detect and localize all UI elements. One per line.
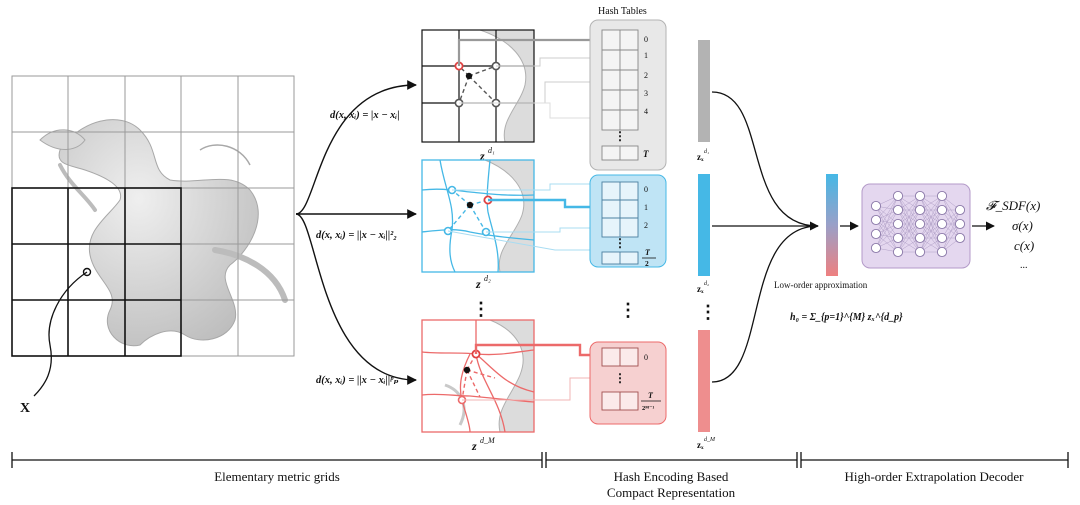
hash-index: 0 xyxy=(644,353,648,362)
grid3-superscript: d_M xyxy=(480,436,496,445)
grid1-formula: d(x, xᵢ) = |x − xᵢ| xyxy=(330,110,400,121)
mlp-node xyxy=(914,246,926,258)
low-order-vector xyxy=(826,174,838,276)
hash-table-size-num: T xyxy=(645,248,651,257)
hash-index: 1 xyxy=(644,51,648,60)
mlp-node xyxy=(870,242,882,254)
hash-index: 1 xyxy=(644,203,648,212)
hash-tables-title: Hash Tables xyxy=(598,6,647,17)
mlp-node xyxy=(892,190,904,202)
grid2-label: z xyxy=(475,277,481,291)
mlp-node xyxy=(892,204,904,216)
feature-vector-1 xyxy=(698,40,710,142)
grid-ellipsis: ⋮ xyxy=(472,299,490,319)
stage-label-hash-2: Compact Representation xyxy=(607,485,736,500)
svg-text:d₁: d₁ xyxy=(704,149,709,155)
grid1-label: z xyxy=(479,149,485,163)
svg-text:⋮: ⋮ xyxy=(614,129,626,143)
hash-table-size-den: 2ᴹ⁻¹ xyxy=(642,405,654,412)
input-point-label: X xyxy=(20,401,30,416)
svg-text:⋮: ⋮ xyxy=(614,371,626,385)
mlp-node xyxy=(870,214,882,226)
mlp-node xyxy=(954,232,966,244)
svg-text:zₓ: zₓ xyxy=(697,152,704,162)
svg-text:zₓ: zₓ xyxy=(697,440,704,450)
hash-table-1: ⋮ 0 1 2 3 4 T xyxy=(589,19,667,171)
output-sdf: 𝓕_SDF(x) xyxy=(986,198,1040,213)
mlp-node xyxy=(914,190,926,202)
output-density: σ(x) xyxy=(1012,218,1033,233)
mlp-node xyxy=(892,232,904,244)
stage-label-hash-1: Hash Encoding Based xyxy=(614,469,729,484)
hash-table-size-num: T xyxy=(648,391,654,400)
hash-index: 4 xyxy=(644,107,648,116)
feature-ellipsis: ⋮ xyxy=(699,302,717,322)
hash-index: 0 xyxy=(644,185,648,194)
svg-text:d_M: d_M xyxy=(704,437,716,443)
svg-text:d₂: d₂ xyxy=(704,281,709,287)
hash-table-size: T xyxy=(643,149,649,159)
hash-table-3: ⋮ 0 T 2ᴹ⁻¹ xyxy=(589,341,667,425)
mlp-decoder xyxy=(861,183,971,269)
mlp-node xyxy=(936,246,948,258)
mlp-node xyxy=(914,204,926,216)
grid3-formula: d(x, xᵢ) = ||x − xᵢ||ᵖₚ xyxy=(316,375,399,386)
hash-index: 3 xyxy=(644,89,648,98)
h0-formula: h₀ = Σ_{p=1}^{M} zₓ^{d_p} xyxy=(790,312,903,323)
stage-brackets xyxy=(11,452,1069,468)
stage-label-decoder: High-order Extrapolation Decoder xyxy=(844,469,1024,484)
grid1-superscript: d₁ xyxy=(488,146,495,155)
grid3-label: z xyxy=(471,439,477,453)
metric-grid-3: z d_M xyxy=(421,319,535,453)
input-grid: X xyxy=(11,75,295,416)
svg-text:zₓ: zₓ xyxy=(697,284,704,294)
grid2-superscript: d₂ xyxy=(484,274,491,283)
mlp-node xyxy=(936,204,948,216)
metric-grid-2: z d₂ xyxy=(421,159,535,291)
mlp-node xyxy=(936,218,948,230)
feature-vector-2 xyxy=(698,174,710,276)
grid-to-hash-connectors xyxy=(447,38,602,401)
mlp-node xyxy=(914,218,926,230)
mlp-node xyxy=(936,190,948,202)
mlp-node xyxy=(914,232,926,244)
hash-index: 2 xyxy=(644,221,648,230)
mlp-node xyxy=(870,200,882,212)
hash-table-2: ⋮ 0 1 2 T 2 xyxy=(589,174,667,268)
output-color: c(x) xyxy=(1014,238,1034,253)
mlp-node xyxy=(954,218,966,230)
feature-vector-3 xyxy=(698,330,710,432)
hash-ellipsis: ⋮ xyxy=(619,300,637,320)
mlp-node xyxy=(892,218,904,230)
output-ellipsis: ... xyxy=(1020,260,1028,271)
aggregation-arrows xyxy=(711,91,819,383)
mlp-node xyxy=(954,204,966,216)
mlp-node xyxy=(936,232,948,244)
svg-text:⋮: ⋮ xyxy=(614,236,626,250)
hash-index: 0 xyxy=(644,35,648,44)
feature-vectors: zₓ d₁ zₓ d₂ ⋮ zₓ d_M xyxy=(697,40,717,450)
grid2-formula: d(x, xᵢ) = ||x − xᵢ||²₂ xyxy=(316,230,397,241)
metric-grid-1: z d₁ xyxy=(421,29,535,163)
dragon-shape xyxy=(39,119,288,347)
mlp-node xyxy=(892,246,904,258)
branch-arrows xyxy=(295,80,417,385)
low-order-label: Low-order approximation xyxy=(774,280,868,290)
hash-index: 2 xyxy=(644,71,648,80)
mlp-node xyxy=(870,228,882,240)
hash-table-size-den: 2 xyxy=(645,259,649,268)
stage-label-grids: Elementary metric grids xyxy=(214,469,340,484)
